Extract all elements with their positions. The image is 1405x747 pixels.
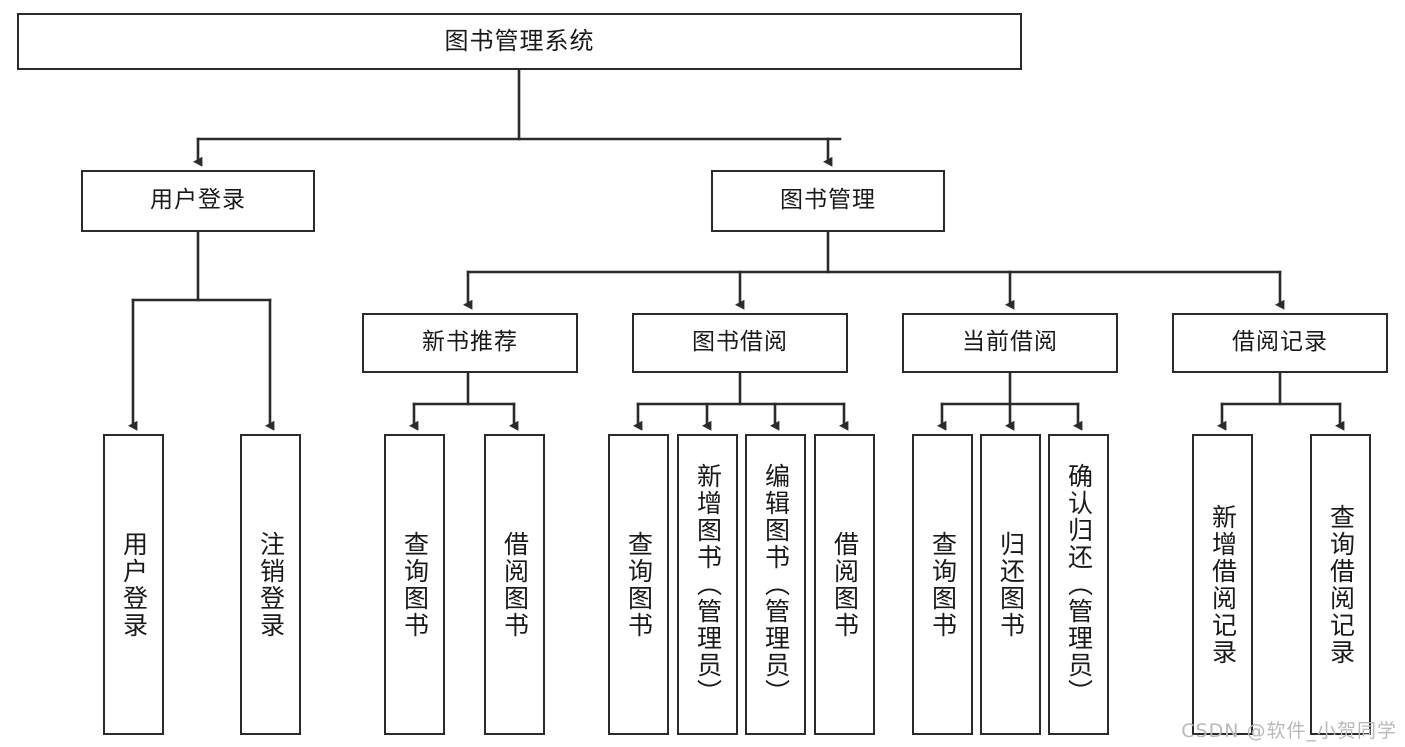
node-current-borrow[interactable]: 当前借阅 xyxy=(902,313,1118,373)
node-label: 归还图书 xyxy=(996,530,1026,639)
leaf-query-book-2[interactable]: 查询图书 xyxy=(608,434,669,735)
node-label: 借阅图书 xyxy=(500,530,530,639)
node-label: 确认归还（管理员） xyxy=(1064,463,1094,706)
leaf-user-login[interactable]: 用户登录 xyxy=(103,434,164,735)
node-label: 编辑图书（管理员） xyxy=(761,463,791,706)
node-new-book-recommend[interactable]: 新书推荐 xyxy=(362,313,578,373)
node-label: 图书借阅 xyxy=(692,329,788,356)
leaf-add-record[interactable]: 新增借阅记录 xyxy=(1192,434,1253,735)
node-label: 图书管理 xyxy=(780,187,876,214)
leaf-borrow-book-2[interactable]: 借阅图书 xyxy=(814,434,875,735)
node-book-manage[interactable]: 图书管理 xyxy=(711,170,945,232)
node-label: 用户登录 xyxy=(150,187,246,214)
leaf-confirm-return[interactable]: 确认归还（管理员） xyxy=(1048,434,1109,735)
node-label: 新增借阅记录 xyxy=(1208,503,1238,666)
leaf-query-record[interactable]: 查询借阅记录 xyxy=(1310,434,1371,735)
leaf-query-book-1[interactable]: 查询图书 xyxy=(384,434,445,735)
node-label: 查询图书 xyxy=(624,530,654,639)
node-user-login[interactable]: 用户登录 xyxy=(81,170,315,232)
node-label: 查询图书 xyxy=(400,530,430,639)
leaf-add-book[interactable]: 新增图书（管理员） xyxy=(677,434,738,735)
leaf-return-book[interactable]: 归还图书 xyxy=(980,434,1041,735)
node-label: 借阅图书 xyxy=(830,530,860,639)
node-label: 新增图书（管理员） xyxy=(693,463,723,706)
leaf-edit-book[interactable]: 编辑图书（管理员） xyxy=(745,434,806,735)
node-root-book-management-system[interactable]: 图书管理系统 xyxy=(17,13,1022,70)
node-borrow-record[interactable]: 借阅记录 xyxy=(1172,313,1388,373)
node-book-borrow[interactable]: 图书借阅 xyxy=(632,313,848,373)
leaf-query-book-3[interactable]: 查询图书 xyxy=(912,434,973,735)
node-label: 当前借阅 xyxy=(962,329,1058,356)
node-label: 借阅记录 xyxy=(1232,329,1328,356)
leaf-logout-login[interactable]: 注销登录 xyxy=(240,434,301,735)
node-label: 注销登录 xyxy=(256,530,286,639)
node-label: 查询图书 xyxy=(928,530,958,639)
leaf-borrow-book-1[interactable]: 借阅图书 xyxy=(484,434,545,735)
node-label: 新书推荐 xyxy=(422,329,518,356)
node-label: 用户登录 xyxy=(119,530,149,639)
node-label: 图书管理系统 xyxy=(444,27,595,56)
node-label: 查询借阅记录 xyxy=(1326,503,1356,666)
